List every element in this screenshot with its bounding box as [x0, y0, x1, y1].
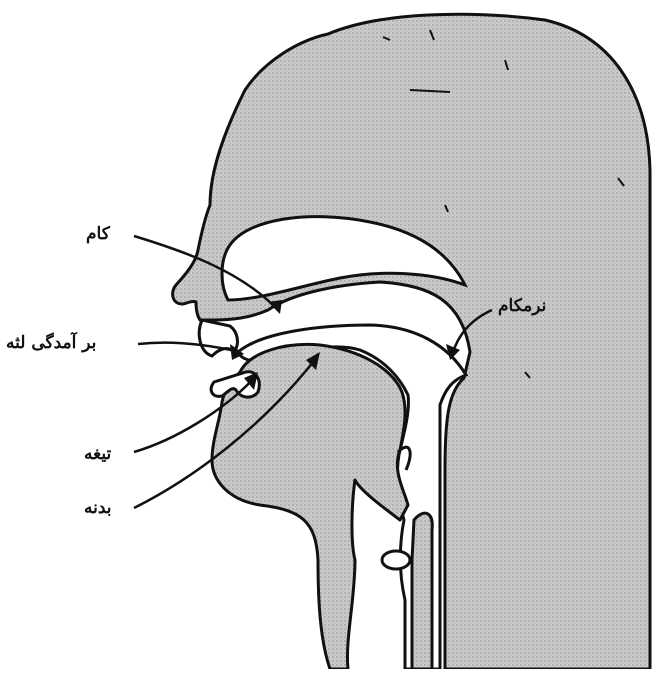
- larynx-ring: [382, 551, 410, 569]
- label-soft-palate: نرمکام: [498, 298, 546, 315]
- label-palate: کام: [86, 226, 110, 243]
- label-alveolar-ridge: بر آمدگی لثه: [6, 335, 96, 352]
- label-tongue-body: بدنه: [84, 500, 112, 517]
- trachea: [412, 513, 432, 669]
- label-tongue-blade: تیغه: [84, 446, 111, 463]
